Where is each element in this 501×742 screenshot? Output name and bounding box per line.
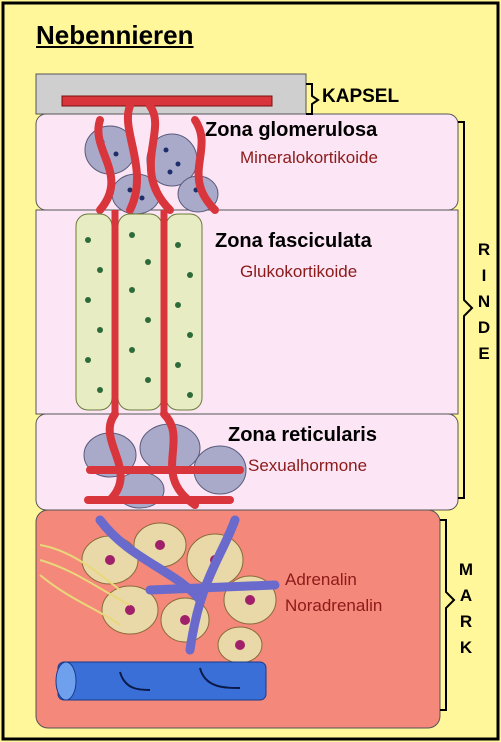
capsule-artery xyxy=(62,96,272,106)
medulla-hormone-noradrenalin: Noradrenalin xyxy=(285,596,382,616)
medulla-letter-a: A xyxy=(456,586,476,606)
cortex-letter-n: N xyxy=(474,292,494,312)
fasciculata-columns xyxy=(76,214,202,410)
cortex-letter-e: E xyxy=(474,344,494,364)
medulla-letter-k: K xyxy=(456,638,476,658)
zone-glomerulosa-hormone: Mineralokortikoide xyxy=(240,148,378,168)
diagram-title: Nebennieren xyxy=(36,20,194,51)
cortex-letter-i: I xyxy=(474,266,494,286)
central-vein xyxy=(58,662,266,700)
cortex-letter-d: D xyxy=(474,318,494,338)
zone-fasciculata-label: Zona fasciculata xyxy=(215,230,372,253)
capsule-label: KAPSEL xyxy=(322,86,399,108)
medulla-hormone-adrenalin: Adrenalin xyxy=(285,570,357,590)
zone-reticularis-label: Zona reticularis xyxy=(228,424,377,447)
cortex-letter-r: R xyxy=(474,240,494,260)
capsule-band xyxy=(36,74,306,114)
zone-glomerulosa-label: Zona glomerulosa xyxy=(205,119,377,142)
zone-fasciculata-hormone: Glukokortikoide xyxy=(240,262,357,282)
zone-reticularis-hormone: Sexualhormone xyxy=(248,456,367,476)
medulla-letter-m: M xyxy=(456,560,476,580)
medulla-letter-r: R xyxy=(456,612,476,632)
